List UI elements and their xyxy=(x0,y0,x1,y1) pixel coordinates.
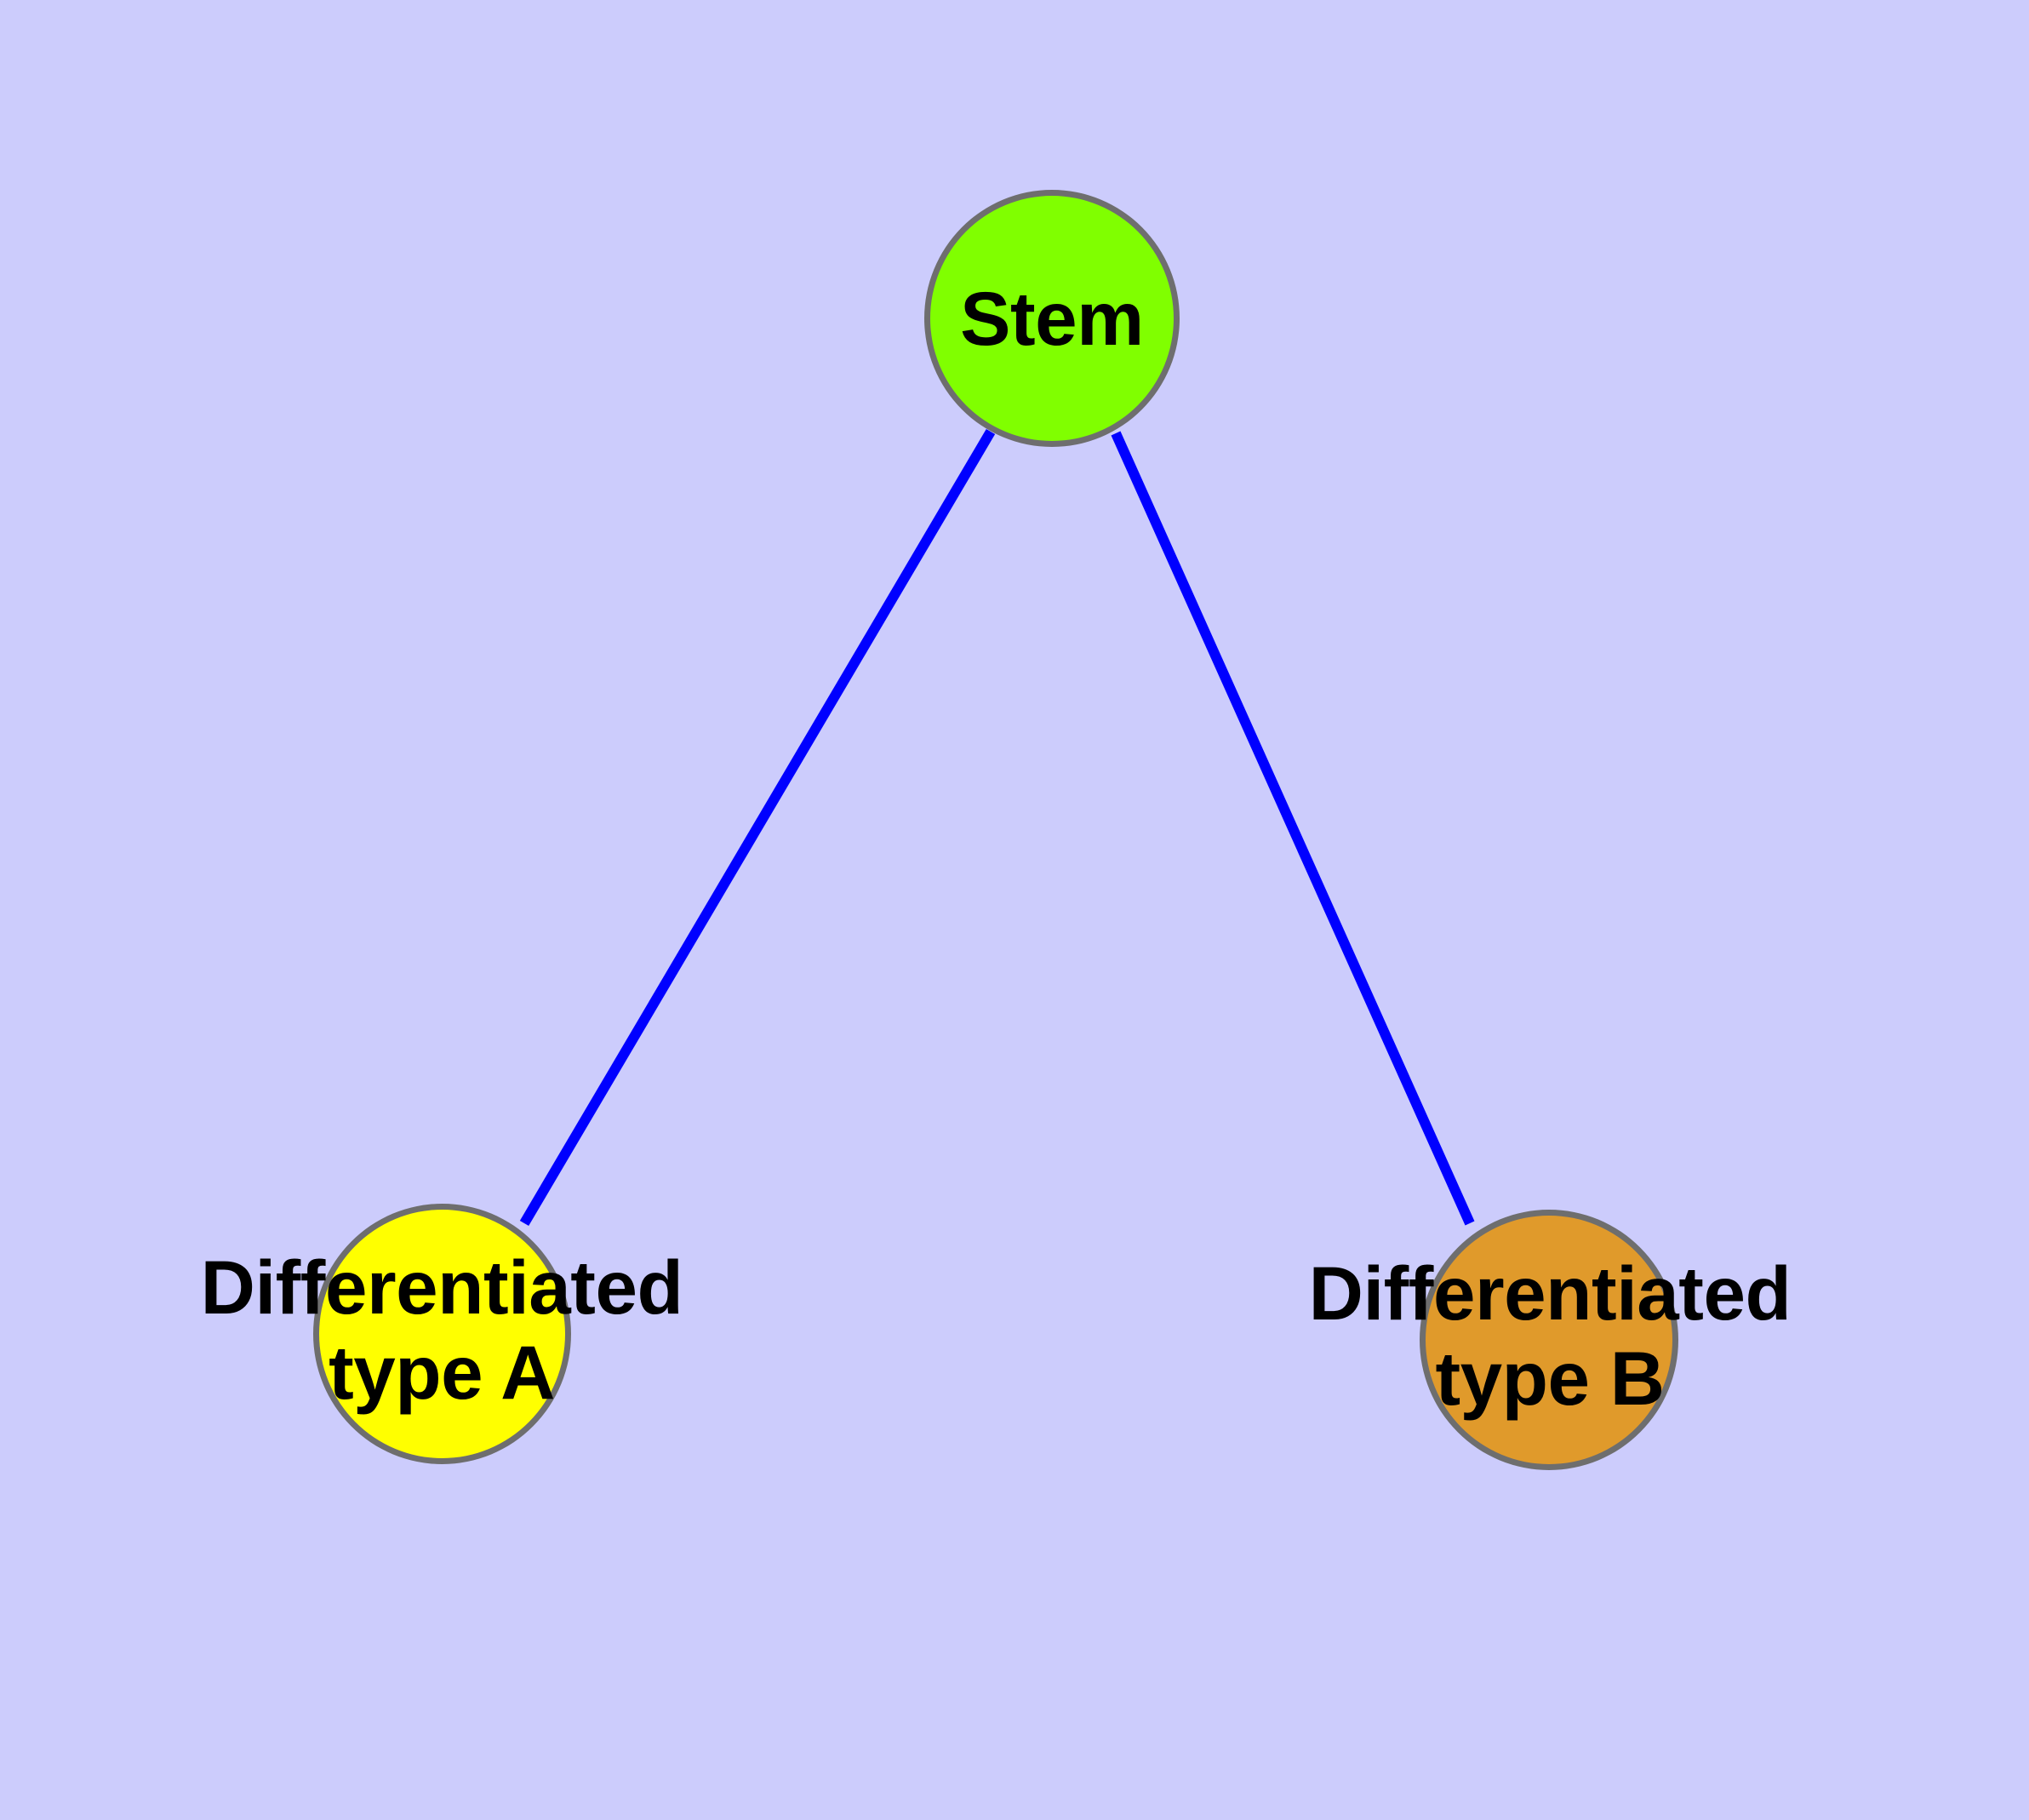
edge-stem-to-differentiated-type-b xyxy=(1111,431,1475,1226)
node-differentiated-type-b[interactable] xyxy=(1420,1210,1678,1470)
node-differentiated-type-a[interactable] xyxy=(313,1204,571,1464)
node-stem[interactable] xyxy=(924,190,1180,447)
edge-stem-to-differentiated-type-a xyxy=(519,428,996,1227)
